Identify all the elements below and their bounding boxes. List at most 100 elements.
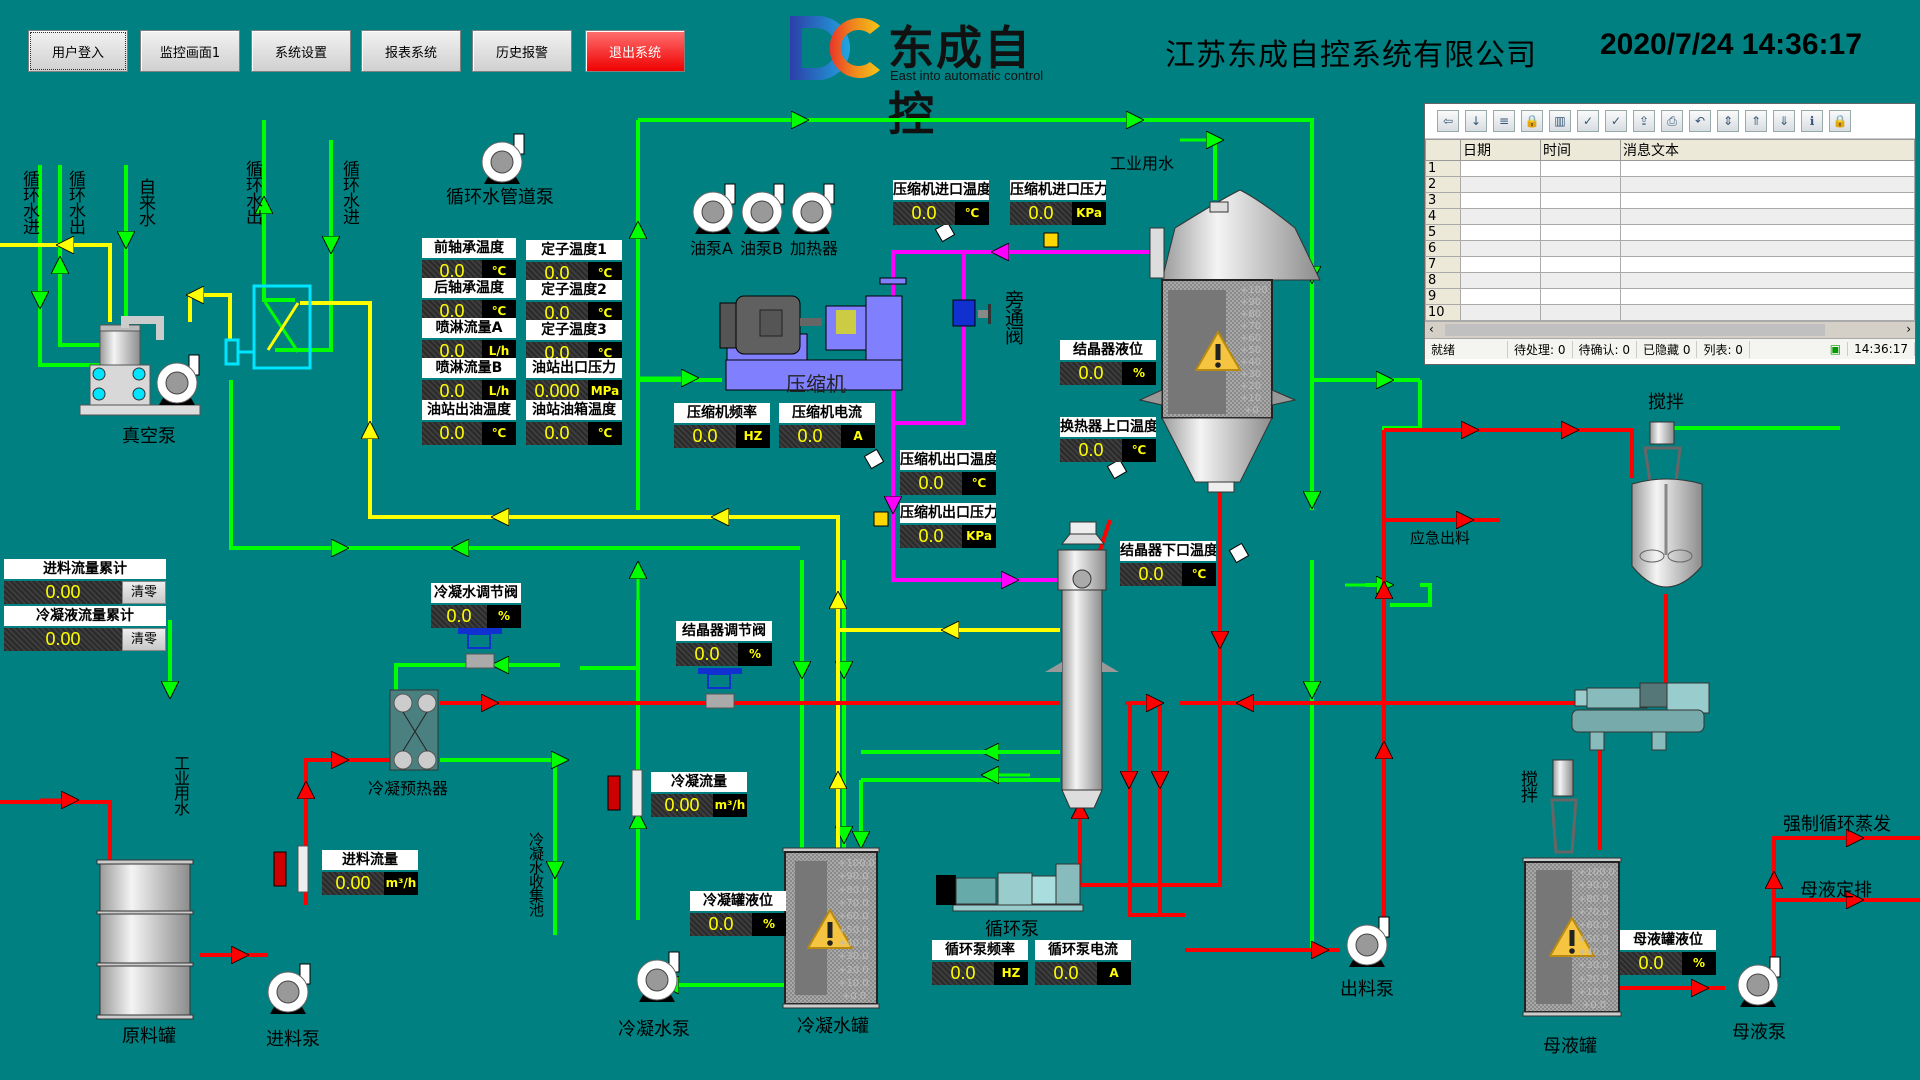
readout-label: 喷淋流量B <box>422 358 516 378</box>
oil-tank-temp-display: 油站油箱温度 0.0℃ <box>526 400 622 445</box>
status-pending: 待处理: 0 <box>1508 340 1573 358</box>
table-row[interactable]: 1 <box>1425 160 1915 177</box>
alarm-check-icon[interactable]: ✓ <box>1577 110 1599 132</box>
svg-text:+60.0: +60.0 <box>838 911 869 922</box>
mother-pump-label: 母液泵 <box>1732 1022 1786 1043</box>
table-row[interactable]: 5 <box>1425 224 1915 241</box>
alarm-undo-icon[interactable]: ↶ <box>1689 110 1711 132</box>
readout-value: 0.0 <box>422 300 482 323</box>
readout-unit: A <box>1097 962 1131 985</box>
table-row[interactable]: 10 <box>1425 304 1915 321</box>
alarm-acknowledge-icon[interactable]: ↓ <box>1465 110 1487 132</box>
readout-label: 喷淋流量A <box>422 318 516 338</box>
mother-tank <box>1522 857 1622 1017</box>
vacuum-pump-label: 真空泵 <box>122 426 176 447</box>
scroll-right-icon[interactable]: › <box>1906 322 1911 336</box>
heat-exchanger-column <box>1045 521 1119 809</box>
svg-text:+70.0: +70.0 <box>838 898 869 909</box>
alarm-return-icon[interactable]: ⇦ <box>1437 110 1459 132</box>
readout-value: 0.0 <box>1035 962 1097 985</box>
readout-label: 油站出油温度 <box>422 400 516 420</box>
readout-label: 冷凝流量 <box>651 772 747 792</box>
readout-label: 压缩机频率 <box>674 403 770 423</box>
mother-discharge-label: 母液定排 <box>1800 880 1872 901</box>
readout-unit: L/h <box>482 380 516 403</box>
table-row[interactable]: 7 <box>1425 256 1915 273</box>
alarm-sort-icon[interactable]: ⇕ <box>1717 110 1739 132</box>
alarm-table: 日期 时间 消息文本 1 2 3 4 5 6 7 8 9 10 <box>1425 139 1915 321</box>
industrial-water-label-left: 工业用水 <box>171 755 190 815</box>
forced-circ-evap-label: 强制循环蒸发 <box>1783 814 1891 835</box>
crystallizer-vessel <box>1138 189 1321 493</box>
oil-pump-a-label: 油泵A <box>690 239 733 258</box>
discharge-pump-label: 出料泵 <box>1340 979 1394 1000</box>
user-login-button[interactable]: 用户登入 <box>28 30 128 72</box>
plate-exchanger-small <box>252 284 312 370</box>
feed-total-reset-button[interactable]: 清零 <box>122 581 166 604</box>
readout-unit: ℃ <box>482 300 516 323</box>
readout-unit: HZ <box>736 425 770 448</box>
alarm-lock-export-icon[interactable]: ⇪ <box>1633 110 1655 132</box>
svg-text:+80: +80 <box>1240 309 1261 320</box>
company-logo: 东成自控 East into automatic control <box>788 12 1078 141</box>
cond-total-reset-button[interactable]: 清零 <box>122 628 166 651</box>
svg-text:+100: +100 <box>1240 285 1267 296</box>
svg-text:+40.0: +40.0 <box>838 938 869 949</box>
table-row[interactable]: 2 <box>1425 176 1915 193</box>
alarm-statistics-icon[interactable]: ▥ <box>1549 110 1571 132</box>
system-settings-button[interactable]: 系统设置 <box>251 30 351 72</box>
exit-system-button[interactable]: 退出系统 <box>585 30 685 72</box>
scroll-left-icon[interactable]: ‹ <box>1429 322 1434 336</box>
horizontal-scrollbar[interactable]: ‹ › <box>1425 321 1915 338</box>
pipe-pump <box>481 133 525 185</box>
datetime-display: 2020/7/24 14:36:17 <box>1600 28 1862 61</box>
table-row[interactable]: 8 <box>1425 272 1915 289</box>
readout-label: 前轴承温度 <box>422 238 516 258</box>
table-row[interactable]: 4 <box>1425 208 1915 225</box>
alarm-history-button[interactable]: 历史报警 <box>472 30 572 72</box>
mother-tank-scale: +100.0+90.0+80.0+70.0+60.0+50.0+40.0+30.… <box>1578 867 1615 1011</box>
cond-valve-display: 冷凝水调节阀 0.0% <box>431 583 521 628</box>
mother-tank-label: 母液罐 <box>1543 1036 1597 1057</box>
alarm-lock-icon[interactable]: 🔒 <box>1829 110 1851 132</box>
svg-text:+20: +20 <box>1240 381 1261 392</box>
readout-value: 0.00 <box>322 872 384 895</box>
svg-text:+40: +40 <box>1240 357 1261 368</box>
svg-text:+20.0: +20.0 <box>1578 974 1609 985</box>
column-header-date[interactable]: 日期 <box>1460 139 1541 161</box>
alarm-lock-list-icon[interactable]: 🔒 <box>1521 110 1543 132</box>
svg-text:+20.0: +20.0 <box>838 965 869 976</box>
alarm-database-icon[interactable]: ≡ <box>1493 110 1515 132</box>
oil-out-temp-display: 油站出油温度 0.0℃ <box>422 400 516 445</box>
readout-label: 换热器上口温度 <box>1060 417 1156 437</box>
alarm-check-all-icon[interactable]: ✓ <box>1605 110 1627 132</box>
monitor-screen-button[interactable]: 监控画面1 <box>140 30 240 72</box>
column-header-time[interactable]: 时间 <box>1540 139 1621 161</box>
alarm-first-icon[interactable]: ⇑ <box>1745 110 1767 132</box>
table-row[interactable]: 9 <box>1425 288 1915 305</box>
readout-unit: ℃ <box>588 302 622 325</box>
stator-temp2-display: 定子温度2 0.0℃ <box>526 280 622 325</box>
table-row[interactable]: 3 <box>1425 192 1915 209</box>
circ-water-in-label-1: 循环水进 <box>19 170 39 234</box>
alarm-print-icon[interactable]: ⎙ <box>1661 110 1683 132</box>
column-header-message[interactable]: 消息文本 <box>1620 139 1915 161</box>
scrollbar-thumb[interactable] <box>1445 324 1825 336</box>
readout-value: 0.0 <box>900 472 962 495</box>
crystallizer-scale: +100+90+80+70+60+50+40+30+20+10+0 <box>1240 285 1267 416</box>
condensing-preheater <box>389 689 439 771</box>
readout-label: 冷凝液流量累计 <box>4 606 166 626</box>
readout-value: 0.0 <box>1060 439 1122 462</box>
readout-unit: % <box>1122 362 1156 385</box>
alarm-info-icon[interactable]: ℹ <box>1801 110 1823 132</box>
table-row[interactable]: 6 <box>1425 240 1915 257</box>
readout-label: 压缩机电流 <box>779 403 875 423</box>
raw-tank-label: 原料罐 <box>122 1026 176 1047</box>
readout-value: 0.0 <box>526 302 588 325</box>
svg-text:+60.0: +60.0 <box>1578 920 1609 931</box>
report-system-button[interactable]: 报表系统 <box>361 30 461 72</box>
readout-label: 油站出口压力 <box>526 358 622 378</box>
alarm-last-icon[interactable]: ⇓ <box>1773 110 1795 132</box>
readout-value: 0.00 <box>4 581 122 604</box>
feed-pump-label: 进料泵 <box>266 1029 320 1050</box>
